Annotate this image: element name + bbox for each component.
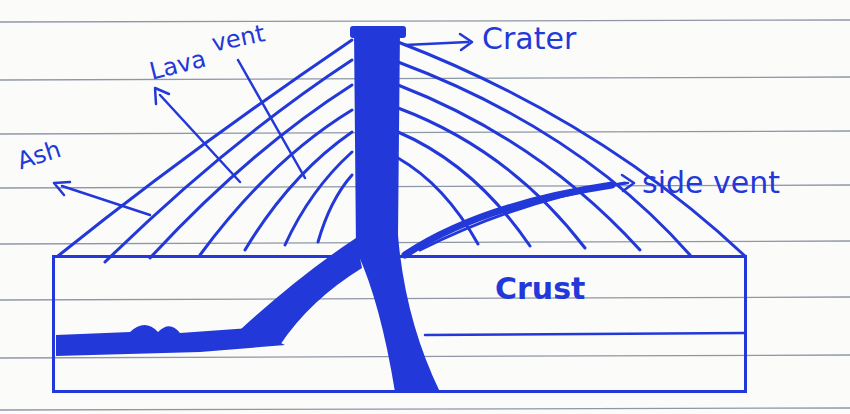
cone-line (398, 132, 530, 246)
side-vent-channel (405, 185, 612, 255)
main-vent (354, 30, 440, 392)
cone-line (398, 108, 585, 248)
part-label: Crater (482, 24, 576, 54)
cone-line (58, 40, 352, 256)
node-label: Crust (495, 274, 585, 304)
leader-line (405, 42, 468, 45)
magma-chamber (56, 325, 285, 356)
leader-line (160, 95, 240, 182)
crust-band: Crust (52, 255, 747, 393)
cone-line (398, 62, 690, 255)
cone-line (398, 42, 745, 256)
cone-line (398, 85, 640, 250)
part-label: Lava (147, 47, 208, 84)
cone-line (285, 152, 352, 245)
arrow-head (54, 182, 70, 195)
cone-line (105, 60, 352, 262)
arrow-head (460, 34, 472, 50)
leader-line (238, 60, 305, 178)
crust-layer-line (425, 333, 745, 335)
leader-line (612, 183, 628, 185)
part-label: side vent (642, 168, 780, 198)
side-vent-line (420, 183, 625, 250)
part-label: Ash (14, 137, 63, 173)
cone-line (245, 132, 352, 250)
leader-line (62, 186, 150, 215)
arrow-head (622, 175, 634, 191)
crater-rim (350, 26, 406, 38)
cone-line (150, 85, 352, 258)
cone-line (398, 158, 478, 244)
arrow-head (155, 88, 169, 104)
part-label: vent (210, 21, 267, 56)
cone-line (200, 110, 352, 255)
cone-line (318, 175, 352, 242)
